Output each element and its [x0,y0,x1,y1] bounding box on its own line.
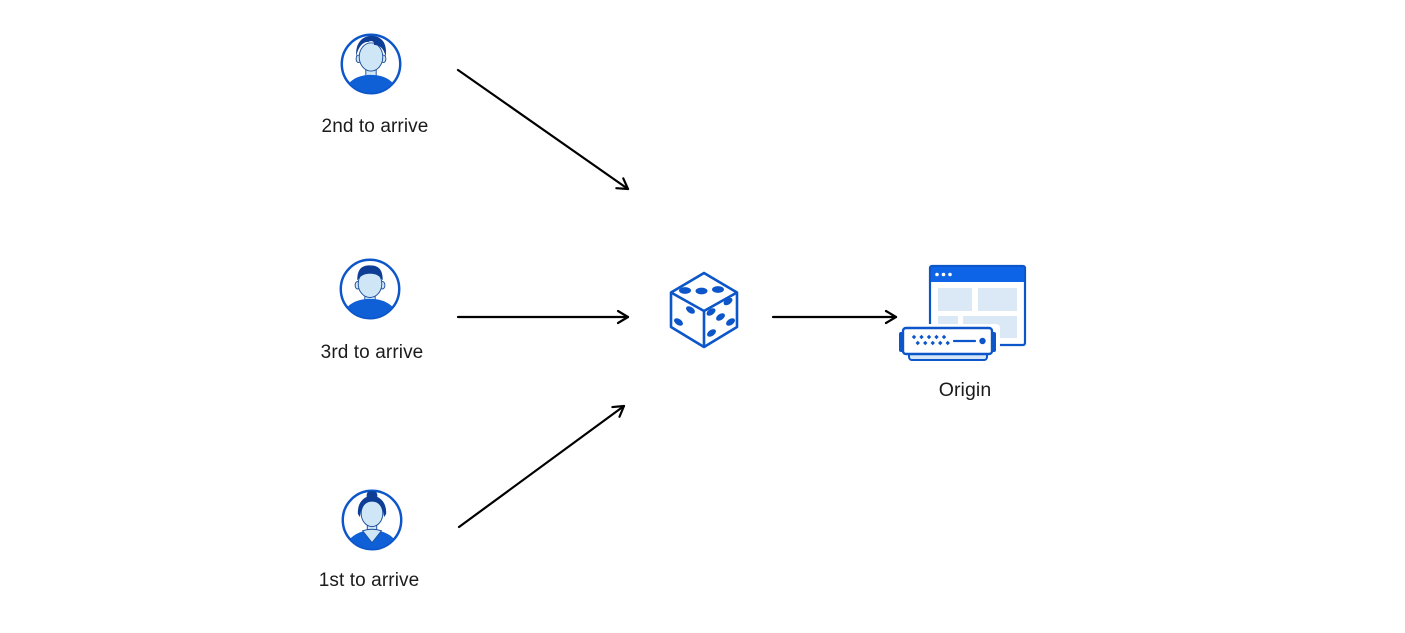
arrow-client-bottom-to-dice [457,404,626,529]
user-avatar-1st-icon [341,489,403,551]
origin-label: Origin [938,379,992,401]
origin-server-icon [895,264,1027,364]
dice-icon [669,271,739,349]
server-appliance-icon [895,324,1000,364]
client-top-label: 2nd to arrive [321,116,429,137]
client-bottom-label: 1st to arrive [318,570,420,591]
user-avatar-3rd-icon [339,258,401,320]
server-vent-pattern [911,334,950,346]
user-avatar-2nd-icon [340,33,402,95]
client-middle-label: 3rd to arrive [320,342,424,363]
arrow-client-top-to-dice [456,68,630,191]
